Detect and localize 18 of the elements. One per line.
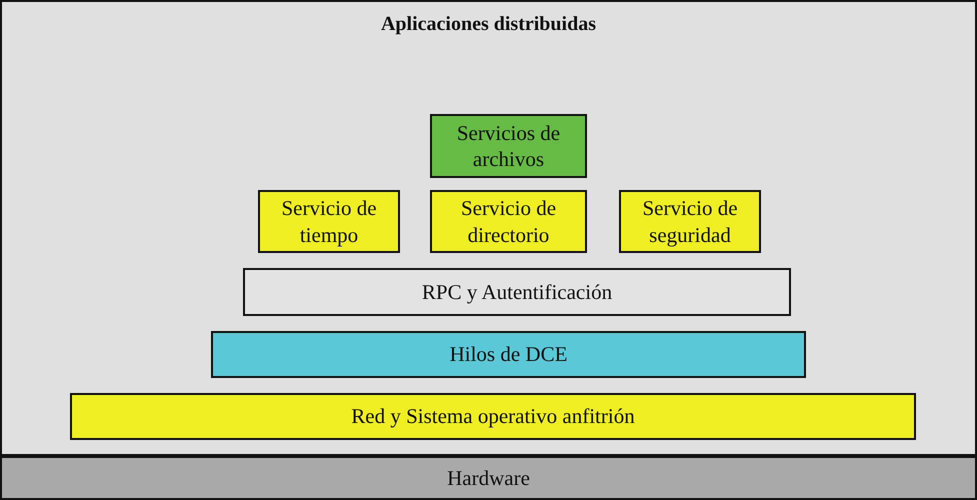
layer-box <box>211 331 806 378</box>
layer-label: Servicios de archivos <box>456 120 562 172</box>
layer-box <box>619 190 761 253</box>
layer-label: Hilos de DCE <box>448 341 568 368</box>
layer-label: Red y Sistema operativo anfitrión <box>350 403 636 430</box>
layer-label: RPC y Autentificación <box>420 278 614 306</box>
layer-box <box>430 114 587 178</box>
layer-panel <box>0 0 977 456</box>
layer-label: Servicio de tiempo <box>280 195 378 248</box>
layer-box <box>430 190 587 253</box>
layer-band <box>0 456 977 500</box>
panel-heading: Aplicaciones distribuidas <box>380 12 598 37</box>
layer-label: Servicio de seguridad <box>641 195 739 248</box>
layer-label: Servicio de directorio <box>460 195 558 248</box>
layer-box <box>243 268 791 316</box>
layer-box <box>70 393 916 440</box>
layer-label: Hardware <box>446 464 531 492</box>
layer-box <box>258 190 400 253</box>
